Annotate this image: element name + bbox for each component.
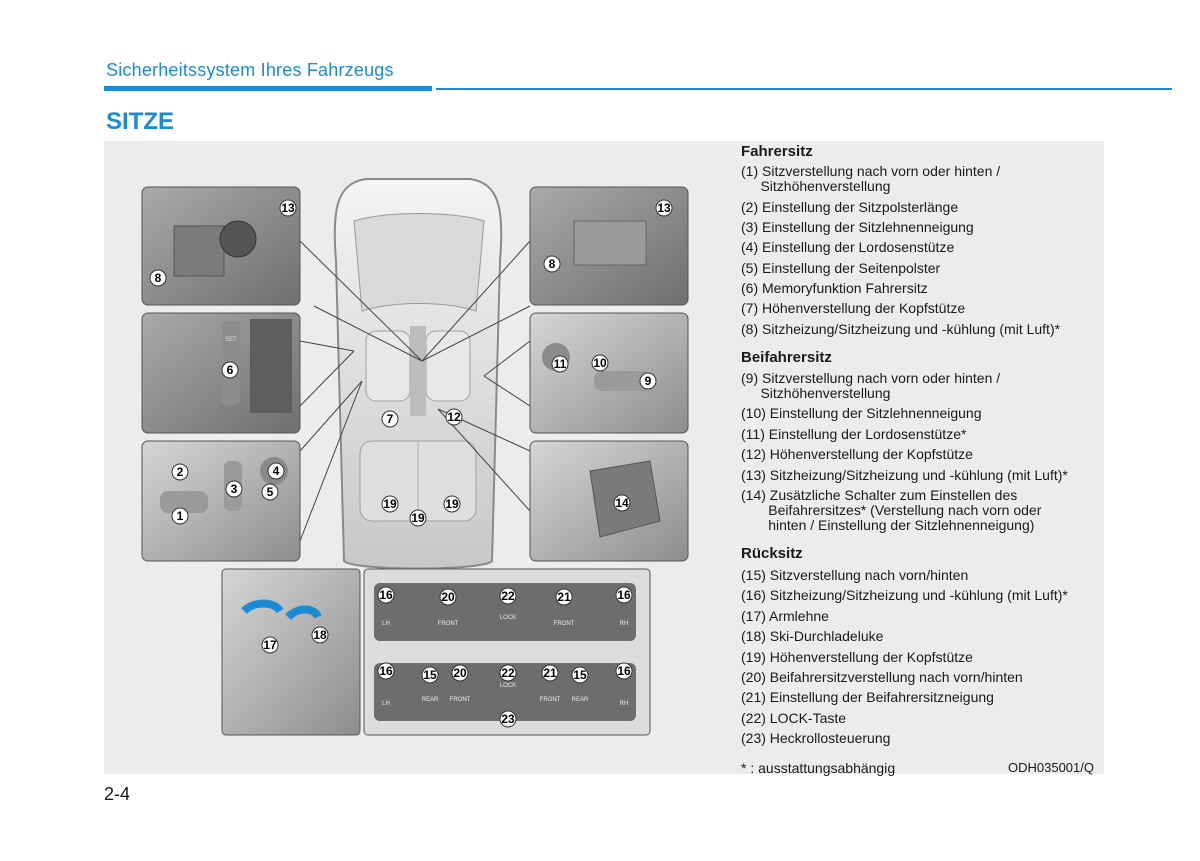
label-front-a: FRONT bbox=[438, 621, 459, 627]
driver-item-8: (8) Sitzheizung/Sitzheizung und -kühlung… bbox=[741, 321, 1061, 337]
image-code: ODH035001/Q bbox=[1008, 760, 1094, 775]
callout-1: 1 bbox=[177, 509, 184, 523]
callout-22-a: 22 bbox=[501, 589, 515, 603]
callout-15-b: 15 bbox=[573, 668, 587, 682]
label-rear-a: REAR bbox=[422, 697, 439, 703]
label-set: SET bbox=[225, 337, 237, 343]
rear-item-19: (19) Höhenverstellung der Kopfstütze bbox=[741, 649, 973, 665]
passenger-item-13: (13) Sitzheizung/Sitzheizung und -kühlun… bbox=[741, 467, 1068, 483]
callout-8-left: 8 bbox=[155, 271, 162, 285]
callout-9: 9 bbox=[645, 374, 652, 388]
rear-item-17: (17) Armlehne bbox=[741, 608, 829, 624]
callout-19-center: 19 bbox=[411, 511, 425, 525]
callout-5: 5 bbox=[267, 485, 274, 499]
label-front-d: FRONT bbox=[540, 697, 561, 703]
callout-21-a: 21 bbox=[557, 590, 571, 604]
rear-item-18: (18) Ski-Durchladeluke bbox=[741, 628, 884, 644]
callout-20-a: 20 bbox=[441, 590, 455, 604]
rear-heading: Rücksitz bbox=[741, 545, 803, 562]
label-rh-a: RH bbox=[620, 621, 629, 627]
callout-10: 10 bbox=[593, 356, 607, 370]
header-rule bbox=[436, 88, 1172, 90]
section-title: SITZE bbox=[106, 108, 175, 135]
callout-6: 6 bbox=[227, 363, 234, 377]
callout-16-d: 16 bbox=[617, 664, 631, 678]
label-lock-b: LOCK bbox=[500, 683, 516, 689]
callout-23: 23 bbox=[501, 712, 515, 726]
passenger-item-14: (14) Zusätzliche Schalter zum Einstellen… bbox=[741, 487, 1042, 533]
passenger-item-12: (12) Höhenverstellung der Kopfstütze bbox=[741, 446, 973, 462]
label-rear-b: REAR bbox=[572, 697, 589, 703]
callout-20-b: 20 bbox=[453, 666, 467, 680]
label-front-b: FRONT bbox=[554, 621, 575, 627]
callout-3: 3 bbox=[231, 482, 238, 496]
driver-heading: Fahrersitz bbox=[741, 143, 813, 160]
callout-16-b: 16 bbox=[617, 588, 631, 602]
inset-rear-seat bbox=[221, 568, 361, 736]
chapter-title: Sicherheitssystem Ihres Fahrzeugs bbox=[106, 60, 394, 80]
callout-19-right: 19 bbox=[445, 497, 459, 511]
page-number: 2-4 bbox=[104, 784, 131, 804]
label-front-c: FRONT bbox=[450, 697, 471, 703]
callout-11: 11 bbox=[554, 357, 567, 371]
callout-17: 17 bbox=[263, 638, 277, 652]
driver-item-7: (7) Höhenverstellung der Kopfstütze bbox=[741, 300, 966, 316]
callout-14: 14 bbox=[615, 496, 629, 510]
inset-passenger-seat-switches bbox=[529, 312, 689, 434]
callout-21-b: 21 bbox=[543, 666, 557, 680]
passenger-item-11: (11) Einstellung der Lordosenstütze* bbox=[741, 426, 967, 442]
rear-item-21: (21) Einstellung der Beifahrersitzneigun… bbox=[741, 689, 994, 705]
callout-8-right: 8 bbox=[549, 257, 556, 271]
callout-18: 18 bbox=[313, 628, 327, 642]
callout-16-a: 16 bbox=[379, 588, 393, 602]
inset-rear-control-panels bbox=[363, 568, 651, 736]
rear-item-22: (22) LOCK-Taste bbox=[741, 710, 847, 726]
car-top-view bbox=[333, 178, 503, 570]
passenger-item-9: (9) Sitzverstellung nach vorn oder hinte… bbox=[741, 370, 1001, 401]
rear-item-23: (23) Heckrollosteuerung bbox=[741, 730, 891, 746]
callout-4: 4 bbox=[273, 464, 280, 478]
callout-2: 2 bbox=[177, 465, 184, 479]
passenger-item-10: (10) Einstellung der Sitzlehnenneigung bbox=[741, 405, 982, 421]
callouts: 13 8 6 2 3 4 5 1 13 8 11 10 9 14 7 12 19… bbox=[149, 199, 673, 728]
header-accent-bar bbox=[104, 86, 432, 91]
label-lh-b: LH bbox=[382, 701, 390, 707]
inset-driver-seat-switches bbox=[141, 440, 301, 562]
driver-item-3: (3) Einstellung der Sitzlehnenneigung bbox=[741, 219, 974, 235]
rear-item-15: (15) Sitzverstellung nach vorn/hinten bbox=[741, 567, 969, 583]
rear-item-16: (16) Sitzheizung/Sitzheizung und -kühlun… bbox=[741, 587, 1068, 603]
connector-lines bbox=[299, 240, 531, 542]
footnote: * : ausstattungsabhängig bbox=[741, 760, 896, 776]
label-rh-b: RH bbox=[620, 701, 629, 707]
inset-driver-door bbox=[141, 312, 301, 434]
driver-item-4: (4) Einstellung der Lordosenstütze bbox=[741, 239, 955, 255]
callout-15-a: 15 bbox=[423, 668, 437, 682]
callout-22-b: 22 bbox=[501, 666, 515, 680]
callout-13-left: 13 bbox=[281, 201, 295, 215]
seat-controls-illustration: 13 8 6 2 3 4 5 1 13 8 11 10 9 14 7 12 19… bbox=[141, 178, 689, 736]
callout-7: 7 bbox=[387, 412, 394, 426]
passenger-heading: Beifahrersitz bbox=[741, 349, 832, 366]
inset-passenger-console bbox=[529, 186, 689, 306]
label-lh-a: LH bbox=[382, 621, 390, 627]
driver-item-2: (2) Einstellung der Sitzpolsterlänge bbox=[741, 199, 959, 215]
driver-item-6: (6) Memoryfunktion Fahrersitz bbox=[741, 280, 928, 296]
inset-passenger-extra-switch bbox=[529, 440, 689, 562]
driver-item-1: (1) Sitzverstellung nach vorn oder hinte… bbox=[741, 163, 1001, 194]
driver-item-5: (5) Einstellung der Seitenpolster bbox=[741, 260, 941, 276]
inset-driver-console bbox=[141, 186, 301, 306]
callout-13-right: 13 bbox=[657, 201, 671, 215]
callout-12: 12 bbox=[447, 410, 461, 424]
callout-16-c: 16 bbox=[379, 664, 393, 678]
label-lock-a: LOCK bbox=[500, 615, 516, 621]
panel-labels: FRONT LOCK FRONT REAR FRONT LOCK FRONT R… bbox=[225, 337, 628, 707]
callout-19-left: 19 bbox=[383, 497, 397, 511]
rear-item-20: (20) Beifahrersitzverstellung nach vorn/… bbox=[741, 669, 1023, 685]
